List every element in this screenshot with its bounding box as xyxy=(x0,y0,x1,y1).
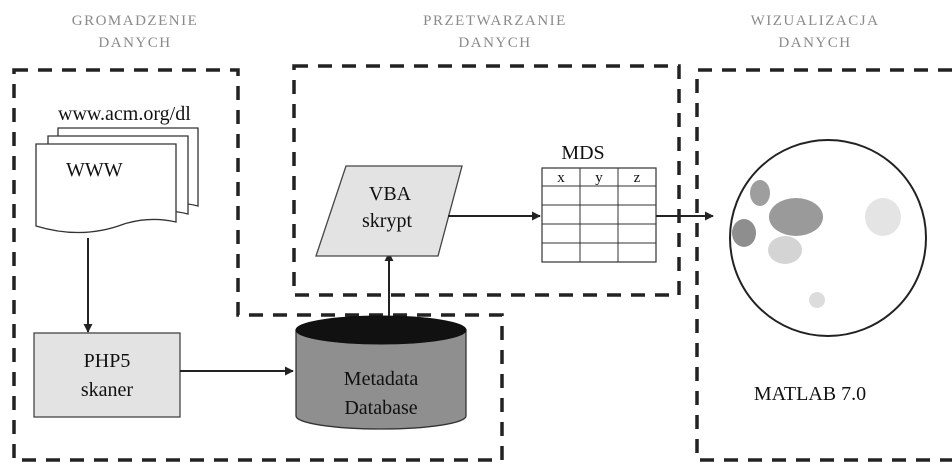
mds-table xyxy=(541,167,657,263)
database-top xyxy=(295,315,467,345)
region-gathering-border xyxy=(12,68,504,462)
mds-title: MDS xyxy=(561,142,604,164)
section-header-gathering: GROMADZENIE DANYCH xyxy=(40,10,230,54)
cluster-blob xyxy=(809,292,825,308)
matlab-label: MATLAB 7.0 xyxy=(754,383,866,405)
metadata-database-cylinder xyxy=(295,315,467,430)
cluster-blob xyxy=(865,198,901,236)
section-header-gathering-line2: DANYCH xyxy=(98,35,172,51)
database-label-line1: Metadata xyxy=(344,368,419,390)
section-header-processing-line2: DANYCH xyxy=(458,35,532,51)
scanner-box xyxy=(33,332,181,418)
cluster-blob xyxy=(732,219,756,247)
section-header-gathering-line1: GROMADZENIE xyxy=(71,13,199,29)
script-label-line1: VBA xyxy=(369,183,412,205)
cluster-blob xyxy=(768,236,802,264)
section-header-processing-line1: PRZETWARZANIE xyxy=(423,13,567,29)
section-header-processing: PRZETWARZANIE DANYCH xyxy=(400,10,590,54)
source-url-label: www.acm.org/dl xyxy=(58,103,191,125)
www-document-stack xyxy=(35,127,199,234)
region-processing-border xyxy=(292,64,681,297)
scanner-label-line2: skaner xyxy=(81,379,134,401)
script-label-line2: skrypt xyxy=(362,210,412,232)
visualization-sphere xyxy=(729,139,927,337)
mds-column-z: z xyxy=(634,170,641,186)
document-sheet-front xyxy=(35,143,177,234)
www-label: WWW xyxy=(66,159,123,181)
section-header-visualization: WIZUALIZACJA DANYCH xyxy=(720,10,910,54)
section-header-visualization-line1: WIZUALIZACJA xyxy=(750,13,880,29)
region-visualization-border xyxy=(695,68,952,462)
mds-column-x: x xyxy=(557,170,565,186)
scanner-label-line1: PHP5 xyxy=(84,350,131,372)
mds-column-y: y xyxy=(595,170,603,186)
section-header-visualization-line2: DANYCH xyxy=(778,35,852,51)
cluster-blob xyxy=(750,180,770,206)
database-label-line2: Database xyxy=(344,397,417,419)
vba-script-box xyxy=(315,165,463,257)
cluster-blob xyxy=(769,198,823,236)
